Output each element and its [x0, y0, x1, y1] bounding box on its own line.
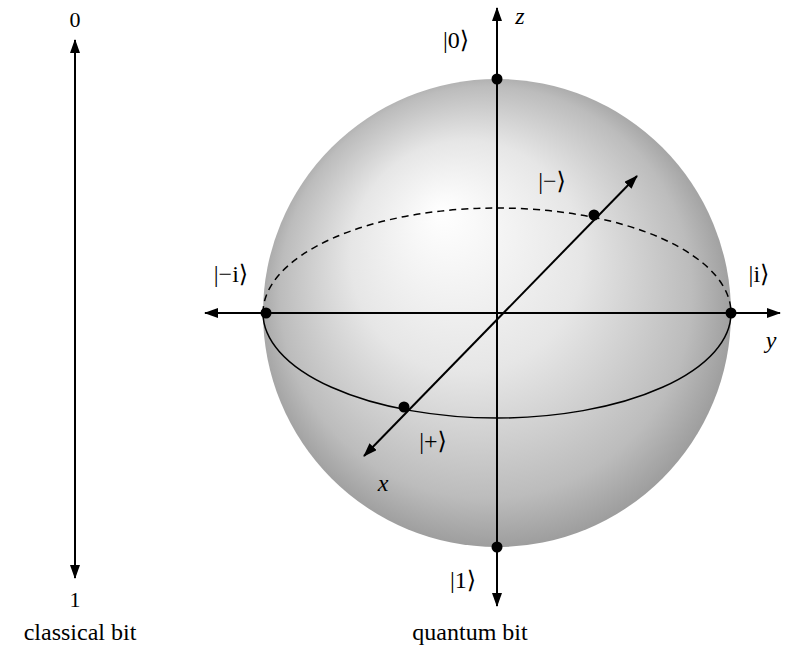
state-dot: [399, 402, 410, 413]
z-axis: [496, 8, 498, 606]
state-label: |+⟩: [419, 429, 447, 453]
state-label: |i⟩: [749, 262, 770, 286]
state-label: |−i⟩: [214, 262, 248, 286]
y-axis: [205, 312, 780, 314]
state-dot: [726, 308, 737, 319]
state-label: |0⟩: [443, 28, 469, 52]
classical-axis: [74, 40, 76, 578]
state-dot: [589, 210, 600, 221]
state-dot: [492, 74, 503, 85]
state-dot: [492, 542, 503, 553]
bit-value: 1: [70, 589, 81, 611]
caption-label: classical bit: [24, 620, 137, 644]
bit-value: 0: [70, 9, 81, 31]
state-label: |−⟩: [538, 169, 566, 193]
x-axis: [364, 176, 637, 456]
caption-label: quantum bit: [412, 620, 527, 644]
state-dot: [261, 308, 272, 319]
axis-label: y: [766, 328, 777, 352]
axis-label: x: [378, 471, 389, 495]
axis-label: z: [515, 4, 524, 28]
state-label: |1⟩: [450, 568, 476, 592]
